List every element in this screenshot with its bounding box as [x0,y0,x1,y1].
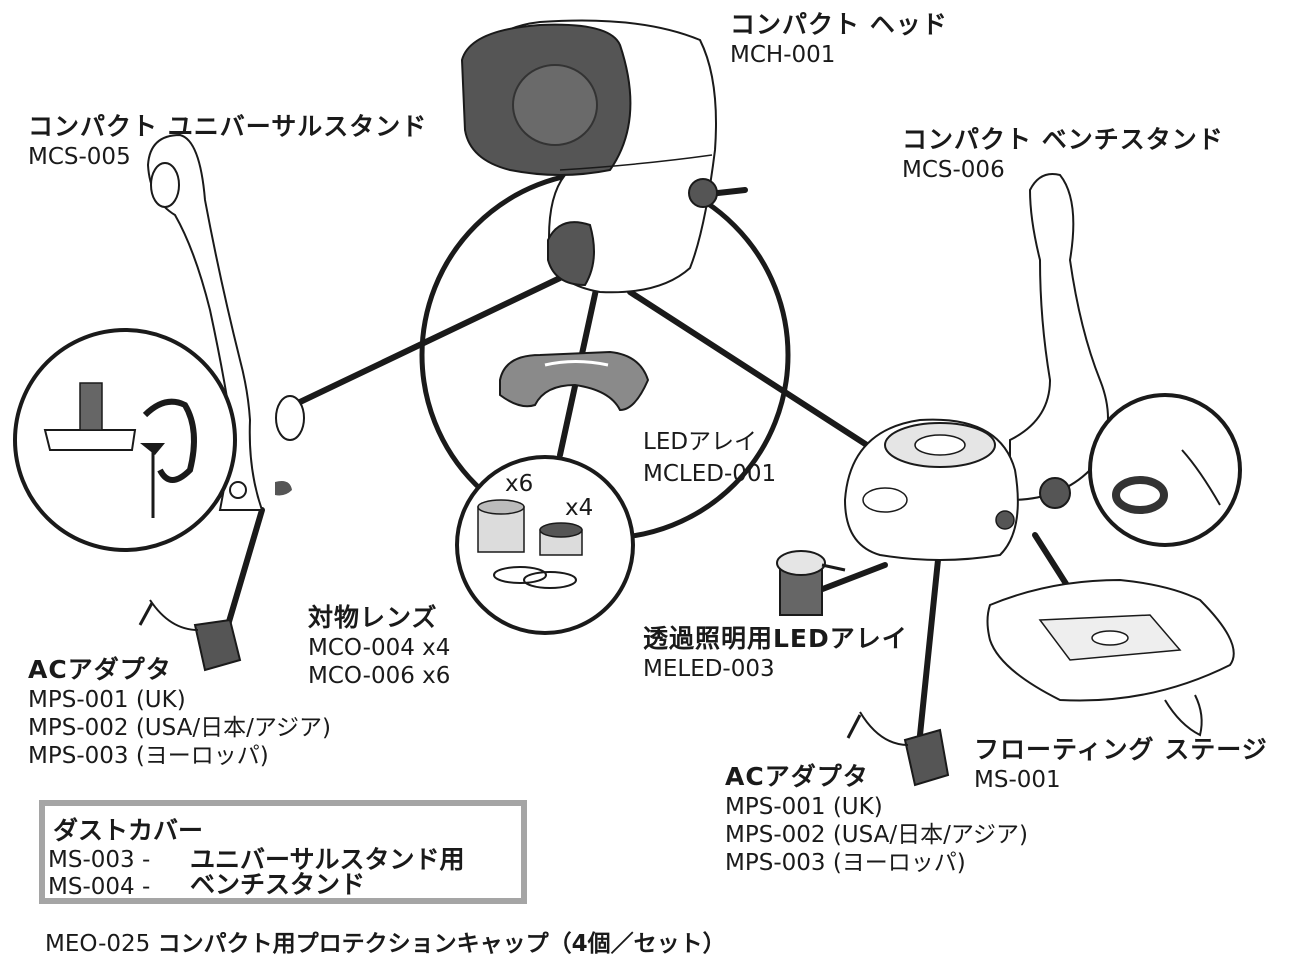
ac-adapter-right-title: ACアダプタ [725,762,869,791]
objectives-label: 対物レンズ MCO-004 x4 MCO-006 x6 [308,603,450,690]
ac-adapter-left-label: ACアダプタ MPS-001 (UK) MPS-002 (USA/日本/アジア)… [28,655,331,770]
clamp-illustration [13,328,237,552]
floating-stage-title: フローティング ステージ [974,735,1268,764]
ac-adapter-left-line-1: MPS-001 (UK) [28,686,186,713]
universal-stand-title: コンパクト ユニバーサルスタンド [28,112,428,141]
protection-cap-caption: MEO-025 コンパクト用プロテクションキャップ（4個／セット） [45,924,726,958]
transmitted-led-illustration [776,550,846,616]
universal-stand-label: コンパクト ユニバーサルスタンド MCS-005 [28,112,427,171]
bench-stand-code: MCS-006 [902,156,1005,183]
transmitted-led-code: MELED-003 [643,655,775,682]
ac-adapter-left-title: ACアダプタ [28,655,172,684]
dust-cover-item2-code: MS-004 - [48,874,151,900]
dust-cover-title: ダストカバー [53,816,204,845]
head-title: コンパクト ヘッド [730,10,948,39]
floating-stage-label: フローティング ステージ MS-001 [974,735,1268,794]
dust-cover-item2-label: ベンチスタンド [190,870,366,899]
protection-cap-label: コンパクト用プロテクションキャップ（4個／セット） [157,931,726,957]
objectives-illustration [455,455,635,635]
ac-adapter-left-illustration [138,599,242,672]
ac-adapter-right-line-3: MPS-003 (ヨーロッパ) [725,849,966,876]
led-array-label: LEDアレイ MCLED-001 [643,428,776,488]
transmitted-led-label: 透過照明用LEDアレイ MELED-003 [643,624,908,683]
head-code: MCH-001 [730,41,836,68]
objectives-title: 対物レンズ [308,603,438,632]
line-bench-to-led [817,562,888,593]
led-array-code: MCLED-001 [643,461,777,488]
compact-head-illustration [460,19,718,294]
dust-cover-box: ダストカバー MS-003 - ユニバーサルスタンド用 MS-004 - ベンチ… [39,800,527,904]
line-bench-to-stage [1032,532,1073,593]
protection-cap-code: MEO-025 [45,931,151,957]
eyecup-illustration [1088,393,1242,547]
line-head-to-bench [627,289,893,463]
ac-adapter-left-line-2: MPS-002 (USA/日本/アジア) [28,714,331,741]
objectives-qty-a: x6 [505,471,534,497]
connector-lines [225,187,1073,738]
line-bench-to-adapter [917,557,941,738]
line-stand-to-adapter [225,507,265,628]
led-array-title: LEDアレイ [643,429,758,455]
universal-stand-code: MCS-005 [28,143,131,170]
dust-cover-item1-label: ユニバーサルスタンド用 [190,845,465,874]
head-label: コンパクト ヘッド MCH-001 [730,10,948,69]
ac-adapter-right-illustration [846,711,950,787]
objectives-qty-b: x4 [565,495,594,521]
bench-stand-title: コンパクト ベンチスタンド [902,125,1224,154]
floating-stage-illustration [986,578,1235,737]
ac-adapter-right-line-2: MPS-002 (USA/日本/アジア) [725,821,1028,848]
ac-adapter-right-line-1: MPS-001 (UK) [725,793,883,820]
ac-adapter-right-label: ACアダプタ MPS-001 (UK) MPS-002 (USA/日本/アジア)… [725,762,1028,877]
dust-cover-item1-code: MS-003 - [48,847,151,873]
objectives-line-1: MCO-004 x4 [308,634,451,661]
floating-stage-code: MS-001 [974,766,1061,793]
led-array-illustration [499,350,650,412]
objectives-line-2: MCO-006 x6 [308,662,451,689]
transmitted-led-title: 透過照明用LEDアレイ [643,624,908,653]
bench-stand-label: コンパクト ベンチスタンド MCS-006 [902,125,1224,184]
line-stand-to-head [297,275,563,405]
bench-stand-illustration [843,173,1109,561]
ac-adapter-left-line-3: MPS-003 (ヨーロッパ) [28,742,269,769]
